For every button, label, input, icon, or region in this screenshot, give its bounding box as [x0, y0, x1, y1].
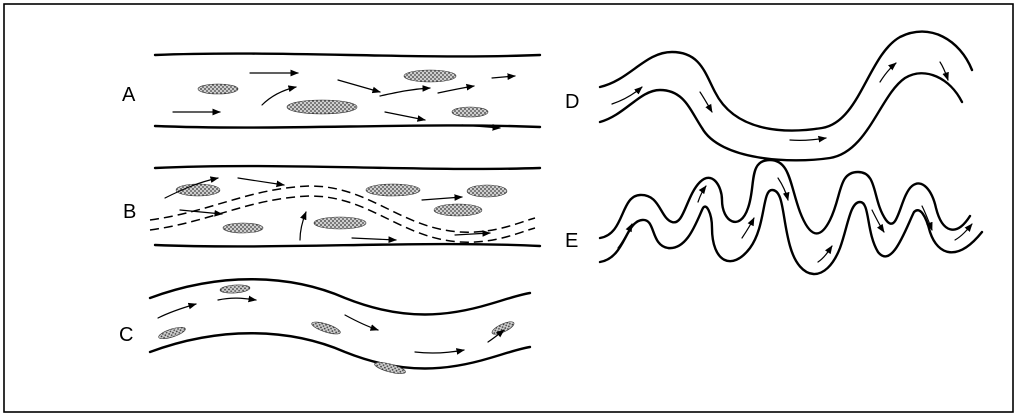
flow-arrow — [790, 138, 826, 140]
flow-arrow — [618, 224, 632, 248]
sediment-bar — [198, 84, 238, 94]
panel-label-d: D — [565, 91, 579, 113]
sediment-bar — [434, 204, 482, 216]
flow-arrow — [415, 350, 464, 353]
sediment-bar — [366, 184, 420, 196]
flow-arrow — [742, 218, 754, 238]
panel-label-e: E — [565, 230, 578, 252]
sediment-bar — [452, 107, 488, 117]
panel-label-a: A — [122, 84, 136, 106]
flow-arrow — [300, 212, 306, 240]
flow-arrow — [422, 197, 462, 200]
panel-d: D — [565, 32, 972, 161]
panel-b: B — [123, 166, 540, 246]
flow-arrow — [345, 315, 378, 330]
channel-bank-upper — [600, 32, 972, 131]
flow-arrow — [940, 62, 948, 80]
sediment-bar — [310, 320, 341, 337]
sediment-bar — [314, 217, 366, 229]
sediment-bar — [467, 185, 507, 197]
sediment-bar — [220, 284, 250, 294]
flow-arrow — [352, 238, 396, 240]
flow-arrow — [380, 88, 430, 96]
flow-arrow — [262, 87, 296, 105]
sediment-bar — [223, 223, 263, 233]
flow-arrow — [818, 246, 832, 262]
flow-arrow — [955, 224, 972, 240]
flow-arrow — [492, 76, 515, 78]
sediment-bar — [490, 319, 515, 336]
flow-arrow — [338, 80, 380, 92]
channel-bank-lower — [150, 333, 530, 368]
panel-label-c: C — [119, 324, 133, 346]
sediment-bar — [404, 70, 456, 82]
flow-arrow — [612, 87, 642, 104]
channel-bank-upper — [155, 54, 540, 57]
panel-label-b: B — [123, 201, 136, 223]
panel-c: C — [119, 279, 530, 376]
channel-bank-upper — [155, 166, 540, 169]
panel-e: E — [565, 160, 982, 274]
flow-arrow — [158, 304, 196, 318]
channel-bank-upper — [150, 279, 530, 314]
sediment-bar — [287, 100, 357, 114]
flow-arrow — [880, 63, 896, 82]
channel-bank-lower — [155, 244, 540, 246]
channel-bank-lower — [600, 73, 962, 160]
panel-a: A — [122, 54, 540, 128]
flow-arrow — [438, 86, 474, 93]
sediment-bar — [157, 325, 186, 341]
flow-arrow — [455, 233, 490, 235]
flow-arrow — [385, 112, 425, 120]
flow-arrow — [922, 206, 932, 230]
flow-arrow — [700, 92, 712, 112]
flow-arrow — [238, 178, 284, 185]
flow-arrow — [698, 186, 706, 202]
flow-arrow — [218, 298, 256, 300]
sediment-bar — [374, 360, 407, 376]
